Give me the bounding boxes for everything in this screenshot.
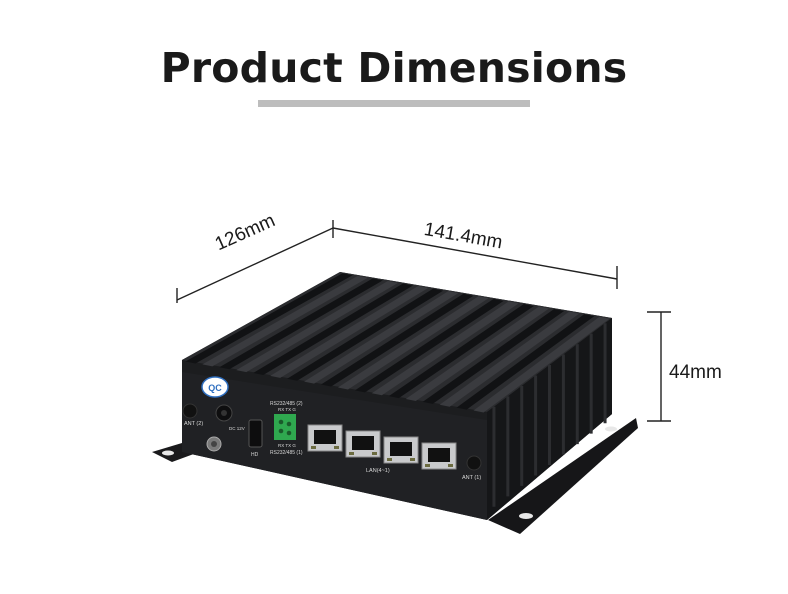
title-underline [258,100,530,107]
depth-line [176,227,334,301]
height-dimension-label: 44mm [669,362,722,383]
heatsink-fin [321,293,474,387]
heatsink-fin [388,303,534,399]
antenna-left-port [182,403,198,419]
label-rs-pins-top: RX TX G [278,407,296,412]
lan-port-group [307,424,457,470]
heatsink-fin [422,309,565,404]
heatsink-fin [270,286,429,378]
page-title: Product Dimensions [160,44,628,92]
lan-port [421,442,457,470]
left-bracket-hole [162,450,174,456]
label-ant-left: ANT (2) [184,421,203,427]
panel-labels: ANT (2) ANT (1) DC 12V HD RS232/485 (2) … [184,401,481,481]
label-ant-right: ANT (1) [462,475,481,481]
label-hdmi: HD [251,452,259,458]
label-lan: LAN(4~1) [366,468,390,474]
right-bracket [488,418,638,534]
heatsink-fin [354,298,504,393]
dimension-lines [176,220,671,422]
lan-port [383,436,419,464]
front-ports: QC [182,376,482,471]
heatsink-fin [236,280,398,373]
heatsink-fin [253,283,413,375]
heatsink-fins [185,273,610,413]
width-line [332,227,618,280]
label-dc: DC 12V [229,426,245,431]
hdmi-port [248,419,263,448]
heatsink-fin [287,288,444,381]
right-bracket-hole-front [519,513,533,519]
heatsink-fin [405,306,549,401]
lan-port [345,430,381,458]
heatsink-fin [473,316,610,413]
lan-port [307,424,343,452]
qc-badge-text: QC [208,383,222,393]
qc-badge-icon [201,376,229,398]
heatsink-fin [185,273,353,364]
right-bracket-hole-back [605,426,617,432]
heatsink-fin [337,296,489,390]
heatsink-fin [219,278,383,370]
label-rs-top: RS232/485 (2) [270,401,303,407]
label-rs-bottom: RS232/485 (1) [270,450,303,456]
heatsink-fin [202,275,368,367]
heatsink-fin [456,314,595,410]
antenna-right-port [466,455,482,471]
label-rs-pins-bottom: RX TX G [278,443,296,448]
serial-terminal-block [274,414,296,440]
side-fins [492,323,607,507]
heatsink-fin [371,301,519,396]
heatsink-fin [304,291,459,384]
heatsink-fin [439,311,580,407]
